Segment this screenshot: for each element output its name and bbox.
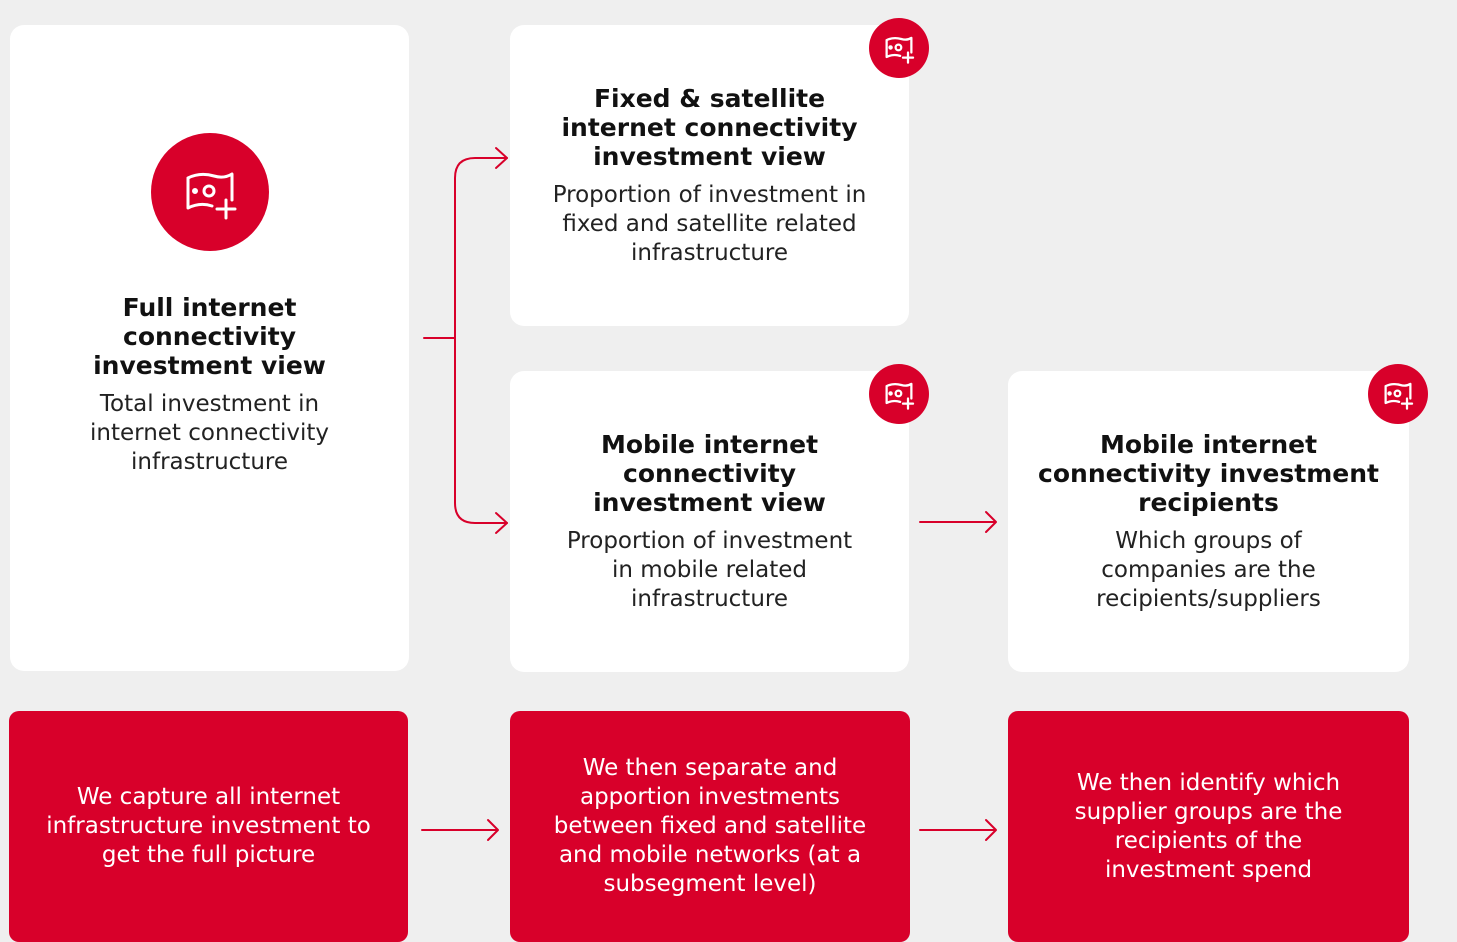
mobile-view-description: Proportion of investment in mobile relat… — [566, 527, 853, 612]
arrow-step2-to-step3 — [919, 819, 997, 841]
branch-connector — [423, 157, 508, 524]
fixed-view-description: Proportion of investment in fixed and sa… — [552, 181, 867, 266]
recipients-view-title: Mobile internet connectivity investment … — [1038, 429, 1379, 517]
arrowhead-fixed — [495, 147, 508, 169]
money-plus-icon — [1368, 364, 1428, 424]
recipients-view-description: Which groups of companies are the recipi… — [1096, 527, 1321, 612]
step-box-1: We capture all internet infrastructure i… — [9, 711, 408, 942]
mobile-view-card: Mobile internet connectivity investment … — [510, 371, 909, 672]
full-view-description: Total investment in internet connectivit… — [90, 391, 329, 475]
recipients-view-card: Mobile internet connectivity investment … — [1008, 371, 1409, 672]
money-plus-icon — [869, 18, 929, 78]
money-plus-icon — [869, 364, 929, 424]
arrow-step1-to-step2 — [421, 819, 499, 841]
money-plus-icon — [150, 133, 269, 251]
mobile-view-title: Mobile internet connectivity investment … — [593, 429, 826, 517]
arrowhead-mobile — [495, 512, 508, 534]
step-box-2: We then separate and apportion investmen… — [510, 711, 910, 942]
full-view-card: Full internet connectivity investment vi… — [10, 25, 409, 671]
step-1-text: We capture all internet infrastructure i… — [46, 784, 371, 868]
step-2-text: We then separate and apportion investmen… — [553, 755, 867, 897]
arrow-mobile-to-recipients — [919, 511, 997, 533]
fixed-view-title: Fixed & satellite internet connectivity … — [561, 83, 858, 171]
fixed-view-card: Fixed & satellite internet connectivity … — [510, 25, 909, 326]
step-box-3: We then identify which supplier groups a… — [1008, 711, 1409, 942]
step-3-text: We then identify which supplier groups a… — [1074, 769, 1343, 883]
full-view-title: Full internet connectivity investment vi… — [93, 293, 326, 380]
